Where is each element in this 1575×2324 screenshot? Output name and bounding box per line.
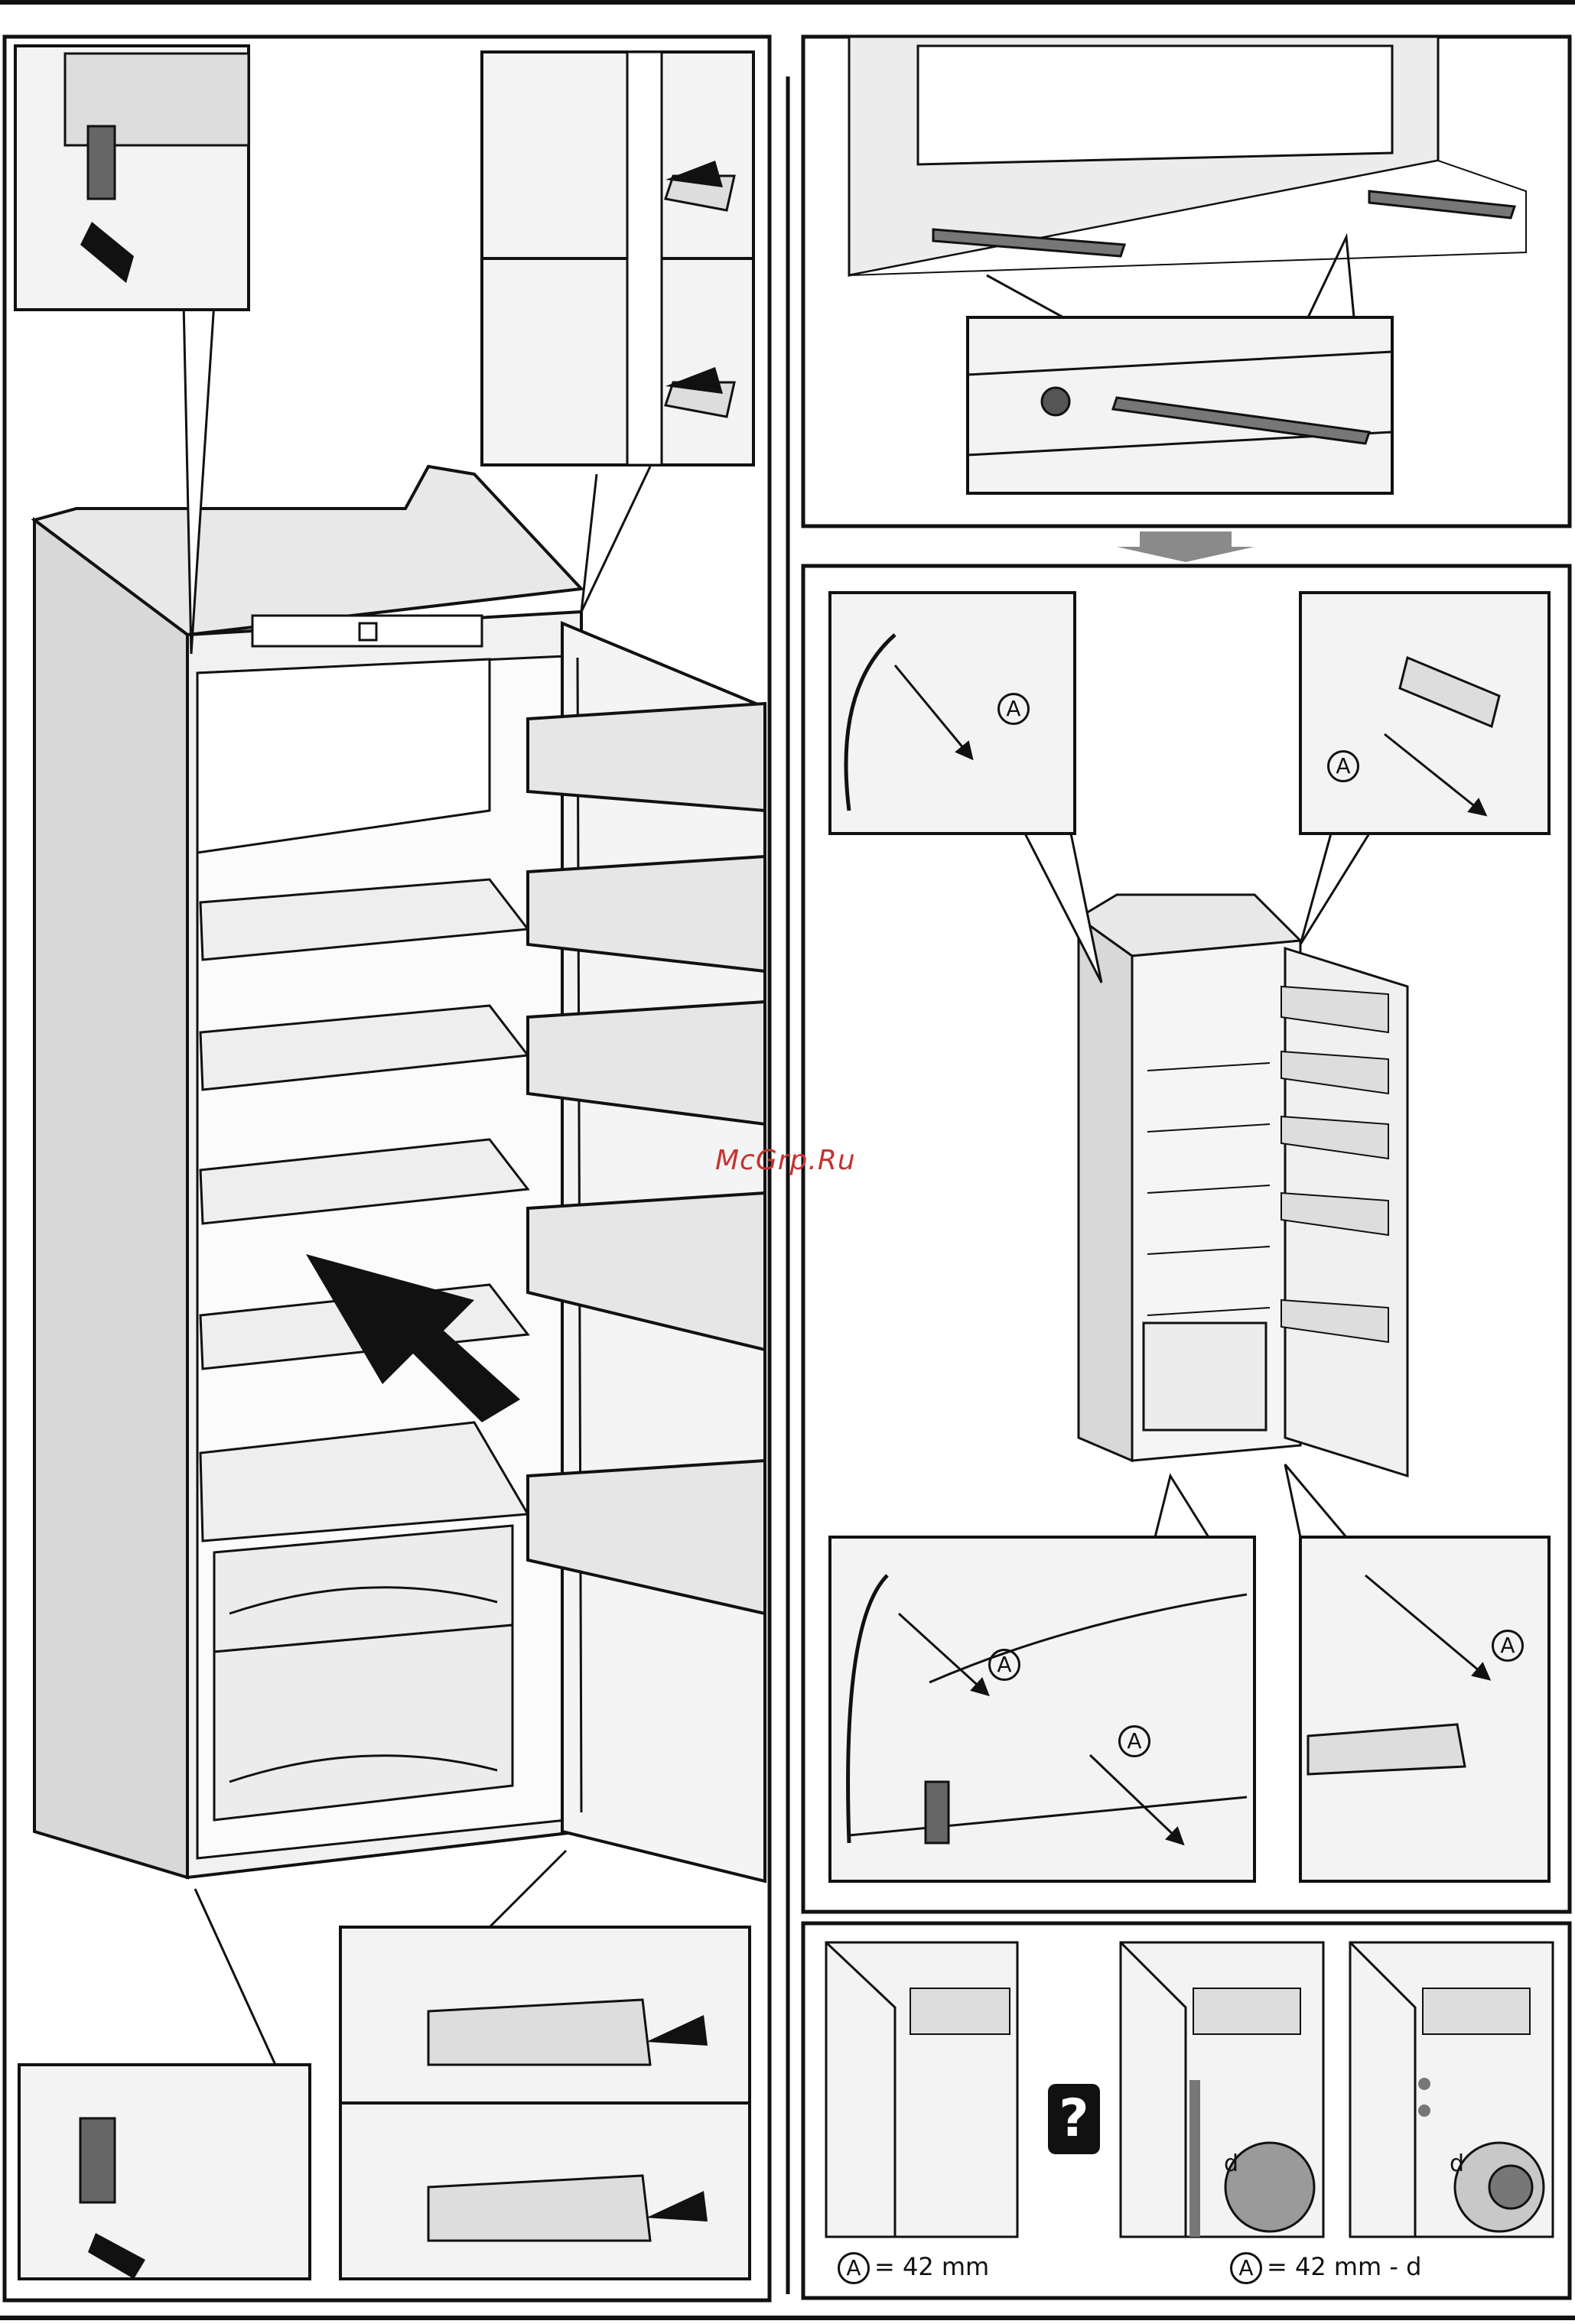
dimension-d-label-2: d — [1450, 2150, 1464, 2177]
marker-a-br: A — [1492, 1629, 1528, 1662]
dimension-d-label-1: d — [1224, 2150, 1238, 2177]
formula-reduced: A= 42 mm - d — [1230, 2252, 1421, 2284]
down-arrow-icon — [1117, 531, 1254, 562]
marker-a-bl1: A — [988, 1648, 1025, 1681]
marker-a-bl2: A — [1118, 1724, 1155, 1757]
panel-gap-spec — [803, 1923, 1570, 2298]
fridge-cabinet — [34, 466, 581, 1877]
watermark: McGrp.Ru — [715, 1145, 856, 1176]
fridge-door — [528, 623, 765, 1881]
panel-adjust-feet — [803, 37, 1570, 526]
question-icon: ? — [1048, 2084, 1100, 2154]
measure-zoom-circle — [1225, 2143, 1314, 2231]
marker-a-tl: A — [997, 692, 1034, 725]
formula-standard: A= 42 mm — [838, 2252, 989, 2284]
left-panel — [5, 37, 770, 2300]
panel-measure-gaps — [803, 566, 1570, 1912]
marker-a-tr: A — [1327, 749, 1364, 782]
